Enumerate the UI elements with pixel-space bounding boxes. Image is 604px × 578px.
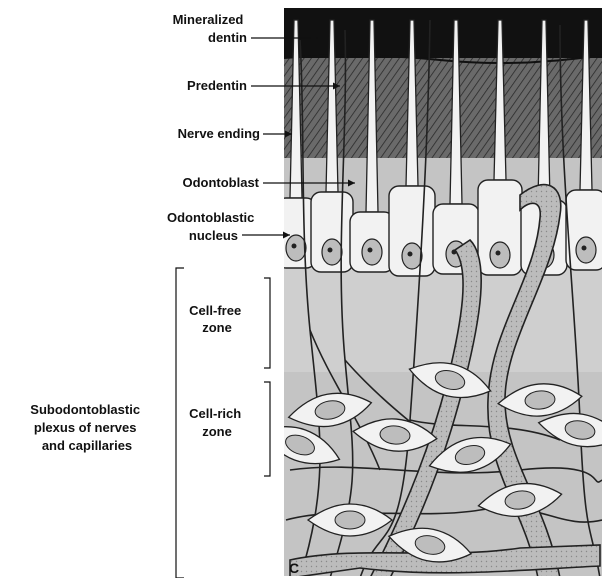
odontoblast-nucleus — [402, 243, 422, 269]
label-subodontoblastic-plexus: Subodontoblastic plexus of nerves and ca… — [30, 402, 143, 453]
label-cell-free-zone: Cell-free zone — [189, 303, 245, 335]
odontoblast-nucleus — [362, 239, 382, 265]
histology-panel: C — [255, 8, 604, 578]
odontoblast-nucleus — [490, 242, 510, 268]
cell-free-zone — [284, 262, 602, 372]
odontoblast-nucleus — [576, 237, 596, 263]
label-cell-rich-zone: Cell-rich zone — [189, 406, 245, 439]
odontoblast-nucleus — [322, 239, 342, 265]
label-mineralized-dentin: Mineralized dentin — [173, 12, 247, 45]
label-odontoblastic-nucleus: Odontoblastic nucleus — [167, 210, 258, 243]
panel-letter: C — [289, 560, 299, 576]
label-predentin: Predentin — [187, 78, 247, 93]
label-nerve-ending: Nerve ending — [178, 126, 260, 141]
odontoblast-nucleus — [286, 235, 306, 261]
label-odontoblast: Odontoblast — [182, 175, 259, 190]
